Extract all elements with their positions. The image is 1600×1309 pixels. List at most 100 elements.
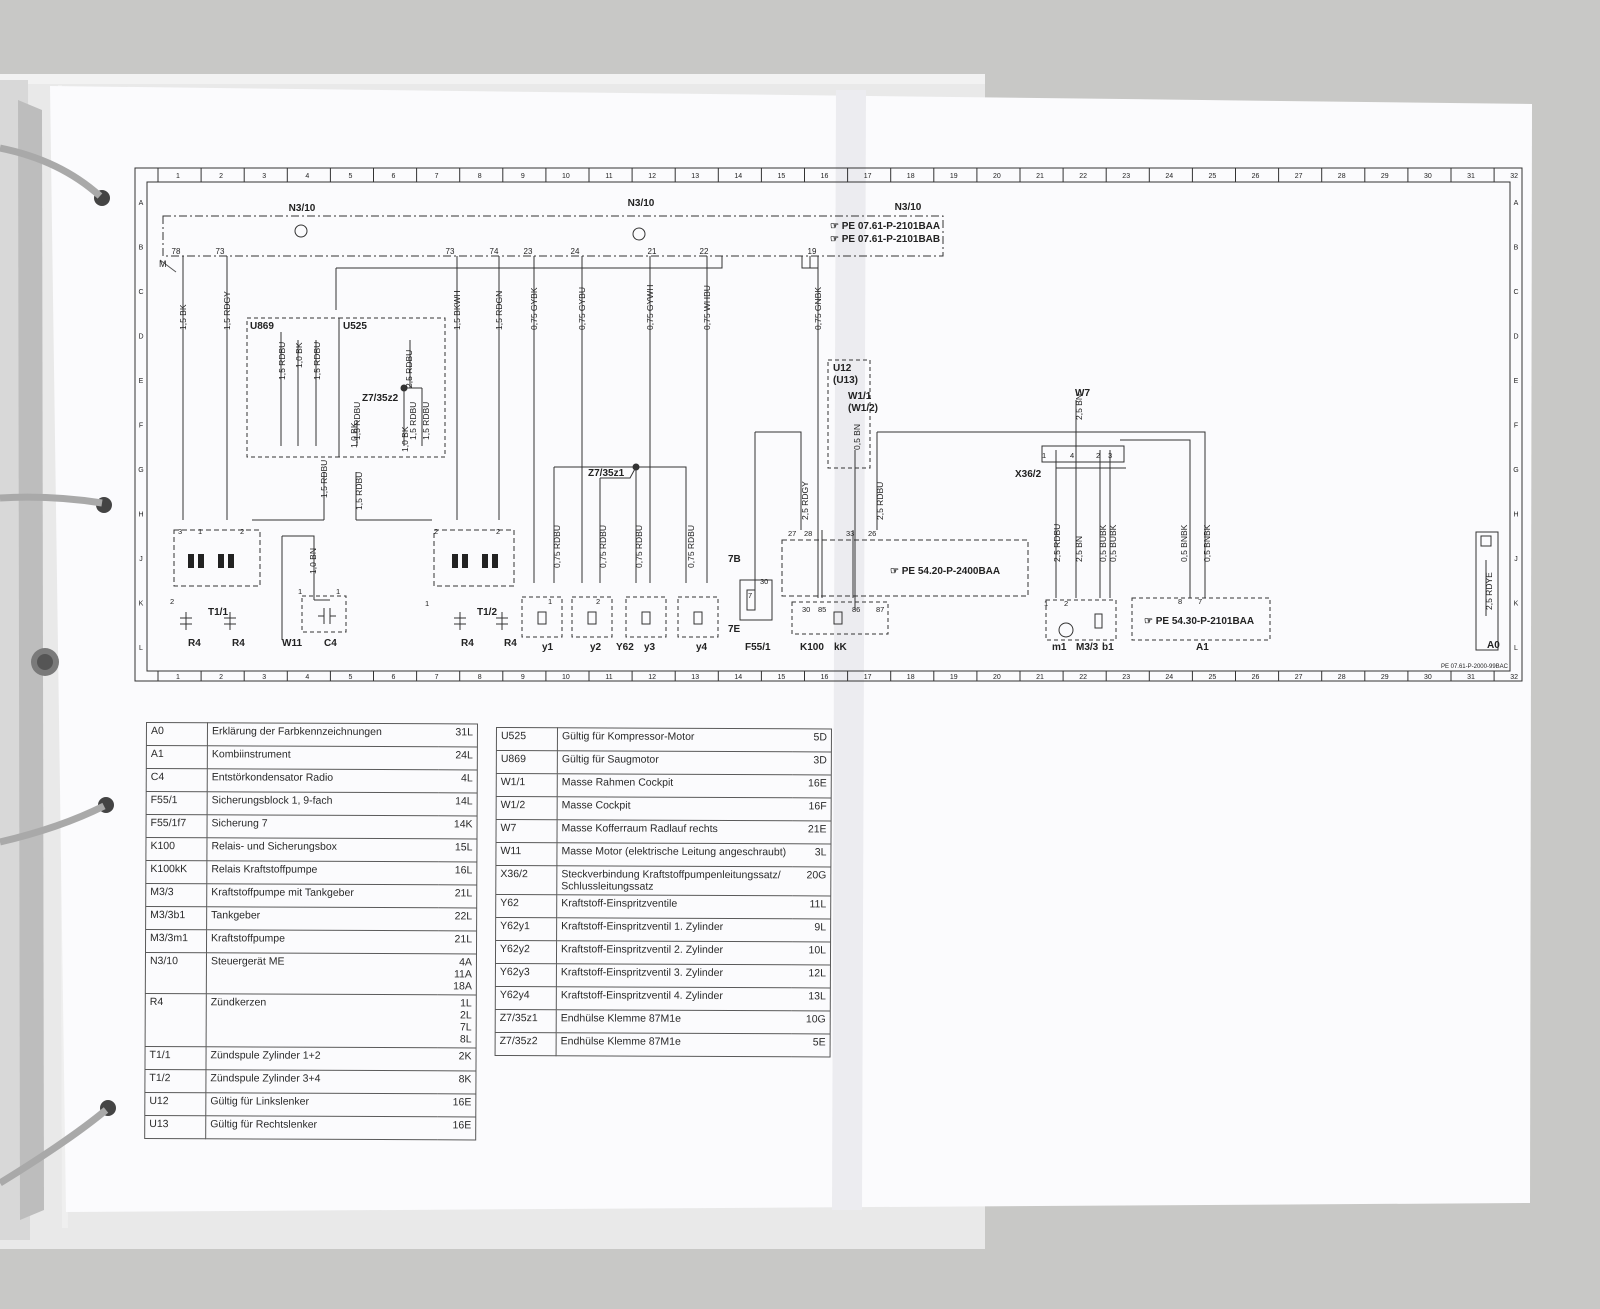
legend-description: Endhülse Klemme 87M1e xyxy=(556,1009,792,1034)
a1-box xyxy=(1131,597,1271,641)
legend-grid-ref: 16L xyxy=(438,861,477,885)
wire-color-label: 0,75 WHBU xyxy=(702,285,712,330)
injector-y3 xyxy=(625,596,667,638)
pin-number: 85 xyxy=(818,605,826,614)
grid-row-left: J xyxy=(139,556,143,563)
grid-col-top: 10 xyxy=(562,173,570,180)
legend-description: Kraftstoff-Einspritzventil 2. Zylinder xyxy=(556,940,793,965)
pin-number: 73 xyxy=(216,247,225,256)
wire-color-label: 1,0 BK xyxy=(400,426,410,452)
grid-col-bottom: 18 xyxy=(907,674,915,681)
injector-y4 xyxy=(677,596,719,638)
grid-col-top: 24 xyxy=(1165,173,1173,180)
legend-grid-ref: 3L xyxy=(792,843,831,867)
legend-code: T1/2 xyxy=(144,1069,206,1093)
wire-color-label: 1,5 BK xyxy=(178,304,188,330)
grid-row-right: K xyxy=(1514,601,1519,608)
legend-description: Kraftstoff-Einspritzventil 4. Zylinder xyxy=(556,986,792,1011)
component-label: R4 xyxy=(188,638,201,649)
component-label: T1/1 xyxy=(208,607,228,618)
legend-code: A0 xyxy=(146,722,208,746)
grid-row-right: G xyxy=(1513,467,1518,474)
grid-col-top: 19 xyxy=(950,173,958,180)
pin-number: 33 xyxy=(846,529,854,538)
pin-number: 7 xyxy=(1198,597,1202,606)
legend-description: Sicherungsblock 1, 9-fach xyxy=(207,791,439,816)
t1-2-coil xyxy=(433,529,515,587)
legend-code: K100 xyxy=(145,837,207,861)
legend-grid-ref: 16E xyxy=(437,1093,476,1117)
legend-description: Masse Motor (elektrische Leitung angesch… xyxy=(556,842,793,867)
legend-code: U525 xyxy=(496,727,558,751)
pin-number: 23 xyxy=(524,247,533,256)
legend-grid-ref: 5D xyxy=(792,728,832,752)
wire-color-label: 0,75 RDBU xyxy=(598,525,608,568)
grid-ticks xyxy=(157,168,1495,681)
wire-color-label: 1,5 RDBU xyxy=(421,402,431,440)
wiring-diagram xyxy=(134,167,1523,682)
ground-label: M xyxy=(159,259,167,269)
legend-grid-ref: 21L xyxy=(437,930,477,954)
f55-1-fuse xyxy=(739,579,773,621)
legend-code: Y62 xyxy=(495,894,557,918)
grid-row-right: A xyxy=(1514,200,1519,207)
ref-label: ☞ PE 07.61-P-2101BAA xyxy=(830,221,940,232)
legend-description: Gültig für Rechtslenker xyxy=(205,1115,438,1140)
legend-code: W7 xyxy=(495,819,558,843)
legend-description: Entstörkondensator Radio xyxy=(207,768,439,793)
ecu-label: N3/10 xyxy=(289,203,316,214)
legend-description: Gültig für Linkslenker xyxy=(205,1092,438,1117)
grid-row-right: B xyxy=(1514,245,1519,252)
pin-number: 30 xyxy=(760,577,768,586)
pin-number: 21 xyxy=(648,247,657,256)
component-label: Y62 xyxy=(616,642,634,653)
grid-col-top: 23 xyxy=(1122,173,1130,180)
ref-label: ☞ PE 54.20-P-2400BAA xyxy=(890,566,1000,577)
component-label: F55/1 xyxy=(745,642,771,653)
ecu-n3-10-box xyxy=(162,215,944,257)
pin-number: 22 xyxy=(700,247,709,256)
page-fold-shadow xyxy=(832,90,866,1210)
pin-number: 24 xyxy=(571,247,580,256)
block-label: (U13) xyxy=(833,375,858,386)
grid-col-top: 4 xyxy=(305,173,309,180)
pin-number: 2 xyxy=(434,527,438,536)
wire-color-label: 2,5 RDYE xyxy=(1484,572,1494,610)
grid-row-left: F xyxy=(139,423,143,430)
component-label: 7E xyxy=(728,624,741,635)
legend-description: Zündspule Zylinder 3+4 xyxy=(205,1069,438,1094)
grid-row-right: D xyxy=(1513,334,1518,341)
component-label: y2 xyxy=(590,642,602,653)
legend-grid-ref: 2K xyxy=(437,1047,477,1071)
grid-col-top: 26 xyxy=(1252,173,1260,180)
component-label: b1 xyxy=(1102,642,1114,653)
grid-col-bottom: 29 xyxy=(1381,674,1389,681)
grid-col-bottom: 23 xyxy=(1122,674,1130,681)
pin-number: 3 xyxy=(1108,451,1112,460)
ref-label: ☞ PE 54.30-P-2101BAA xyxy=(1144,616,1254,627)
grid-col-bottom: 24 xyxy=(1165,674,1173,681)
legend-grid-ref: 11L xyxy=(792,895,831,919)
legend-description: Sicherung 7 xyxy=(206,814,439,839)
wire-color-label: 1,5 RDBU xyxy=(319,460,329,498)
pin-number: 1 xyxy=(298,587,302,596)
ecu-label: N3/10 xyxy=(895,202,922,213)
wire-color-label: 0,75 RDBU xyxy=(634,525,644,568)
grid-row-left: K xyxy=(139,601,144,608)
legend-description: Gültig für Kompressor-Motor xyxy=(557,727,793,752)
pin-number: 4 xyxy=(1070,451,1074,460)
legend-grid-ref: 21E xyxy=(792,820,832,844)
legend-description: Masse Kofferraum Radlauf rechts xyxy=(556,819,793,844)
wire-color-label: 0,75 RDBU xyxy=(552,525,562,568)
injector-symbols xyxy=(537,611,703,625)
